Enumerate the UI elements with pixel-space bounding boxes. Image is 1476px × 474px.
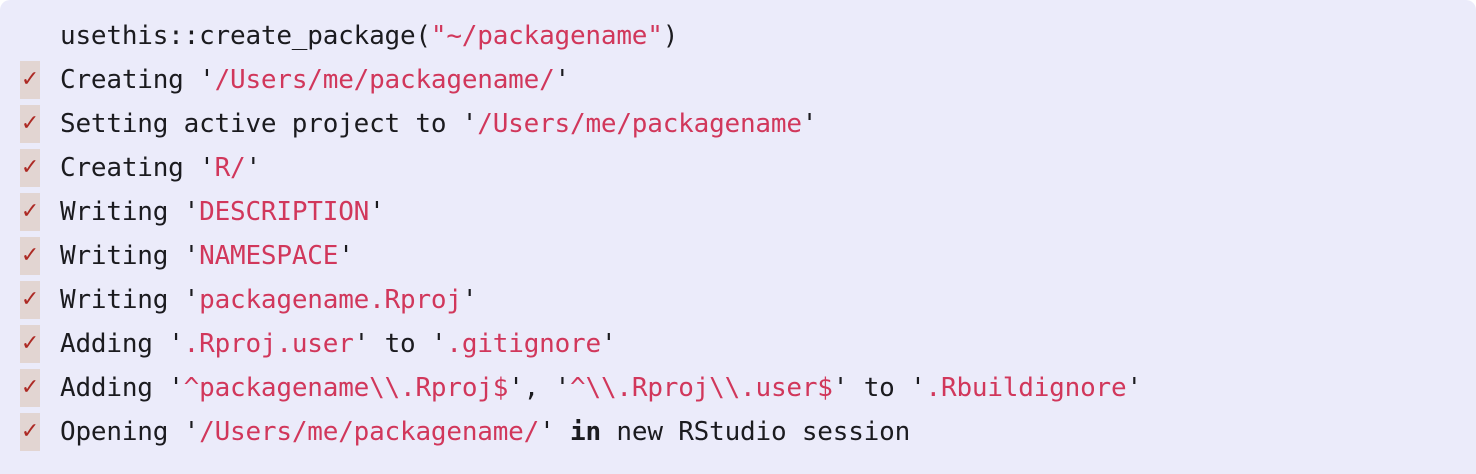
console-line-text: usethis::create_package("~/packagename") [40, 14, 1476, 58]
console-token-quote: ' [183, 197, 200, 227]
console-line: ✓Adding '^packagename\\.Rproj$', '^\\.Rp… [0, 366, 1476, 410]
console-line-list: usethis::create_package("~/packagename")… [0, 14, 1476, 454]
console-token-quote: ' [168, 373, 184, 403]
console-token-quote: ' [168, 329, 184, 359]
console-token-quote: ' [461, 109, 478, 139]
console-token-red: "~/packagename" [430, 21, 663, 51]
console-token-plain: new RStudio session [600, 417, 911, 447]
line-gutter [0, 102, 20, 146]
console-token-plain: Adding [60, 373, 169, 403]
line-gutter [0, 146, 20, 190]
console-line-text: Writing 'NAMESPACE' [40, 234, 1476, 278]
console-line-text: Setting active project to '/Users/me/pac… [40, 102, 1476, 146]
check-icon: ✓ [20, 281, 40, 319]
line-gutter [0, 366, 20, 410]
console-line: ✓Opening '/Users/me/packagename/' in new… [0, 410, 1476, 454]
console-line-text: Writing 'packagename.Rproj' [40, 278, 1476, 322]
console-token-quote: ' [554, 373, 571, 403]
console-token-quote: ' [353, 329, 370, 359]
console-token-red: ^\\.Rproj\\.user$ [570, 373, 833, 403]
console-line-text: Creating 'R/' [40, 146, 1476, 190]
console-token-plain: Opening [60, 417, 184, 447]
console-token-plain [555, 417, 570, 447]
check-icon: ✓ [20, 369, 40, 407]
console-token-red: .Rbuildignore [925, 373, 1127, 403]
console-token-red: /Users/me/packagename/ [199, 417, 540, 447]
console-token-plain: , [523, 373, 555, 403]
console-token-red: DESCRIPTION [199, 197, 370, 227]
console-token-red: /Users/me/packagename/ [214, 65, 555, 95]
console-token-quote: ' [508, 373, 524, 403]
console-token-red: .Rproj.user [183, 329, 354, 359]
console-token-plain: to [369, 329, 431, 359]
line-gutter [0, 410, 20, 454]
line-gutter [0, 234, 20, 278]
console-line: ✓Setting active project to '/Users/me/pa… [0, 102, 1476, 146]
line-gutter [0, 58, 20, 102]
console-token-quote: ' [1126, 373, 1142, 403]
console-token-quote: ' [554, 65, 571, 95]
console-token-plain: to [848, 373, 911, 403]
console-token-quote: ' [245, 153, 261, 183]
console-line: ✓Creating '/Users/me/packagename/' [0, 58, 1476, 102]
console-token-quote: ' [600, 329, 617, 359]
console-token-red: R/ [214, 153, 246, 183]
console-token-red: packagename.Rproj [199, 285, 462, 315]
check-icon: ✓ [20, 325, 40, 363]
console-token-plain: Creating [60, 65, 200, 95]
console-token-quote: ' [199, 65, 215, 95]
check-icon: ✓ [20, 413, 40, 451]
console-token-quote: ' [832, 373, 849, 403]
check-icon-placeholder [20, 14, 40, 58]
console-token-plain: ) [662, 21, 679, 51]
console-token-quote: ' [461, 285, 478, 315]
console-token-quote: ' [801, 109, 818, 139]
console-token-plain: usethis::create_package( [60, 21, 431, 51]
line-gutter [0, 278, 20, 322]
console-token-quote: ' [183, 241, 200, 271]
console-line: ✓Writing 'NAMESPACE' [0, 234, 1476, 278]
console-token-bold: in [570, 417, 601, 447]
check-icon: ✓ [20, 61, 40, 99]
console-token-red: /Users/me/packagename [477, 109, 802, 139]
line-gutter [0, 14, 20, 58]
console-token-quote: ' [369, 197, 385, 227]
console-token-quote: ' [910, 373, 926, 403]
console-line: ✓Creating 'R/' [0, 146, 1476, 190]
check-icon: ✓ [20, 105, 40, 143]
console-token-quote: ' [183, 417, 200, 447]
console-token-plain: Writing [60, 285, 184, 315]
console-line: ✓Writing 'packagename.Rproj' [0, 278, 1476, 322]
check-icon: ✓ [20, 237, 40, 275]
console-token-quote: ' [539, 417, 555, 447]
console-line: usethis::create_package("~/packagename") [0, 14, 1476, 58]
console-token-plain: Writing [60, 197, 184, 227]
console-token-plain: Setting active project to [60, 109, 462, 139]
check-icon: ✓ [20, 149, 40, 187]
console-line: ✓Writing 'DESCRIPTION' [0, 190, 1476, 234]
line-gutter [0, 190, 20, 234]
console-line-text: Creating '/Users/me/packagename/' [40, 58, 1476, 102]
console-line-text: Opening '/Users/me/packagename/' in new … [40, 410, 1476, 454]
console-line-text: Writing 'DESCRIPTION' [40, 190, 1476, 234]
console-line-text: Adding '^packagename\\.Rproj$', '^\\.Rpr… [40, 366, 1476, 410]
check-icon: ✓ [20, 193, 40, 231]
console-token-quote: ' [430, 329, 447, 359]
console-token-quote: ' [338, 241, 354, 271]
console-token-plain: Writing [60, 241, 184, 271]
console-token-plain: Creating [60, 153, 200, 183]
line-gutter [0, 322, 20, 366]
console-token-red: ^packagename\\.Rproj$ [183, 373, 509, 403]
console-token-red: NAMESPACE [199, 241, 339, 271]
console-token-red: .gitignore [446, 329, 601, 359]
console-token-plain: Adding [60, 329, 169, 359]
console-line-text: Adding '.Rproj.user' to '.gitignore' [40, 322, 1476, 366]
console-token-quote: ' [199, 153, 215, 183]
console-line: ✓Adding '.Rproj.user' to '.gitignore' [0, 322, 1476, 366]
console-token-quote: ' [183, 285, 200, 315]
